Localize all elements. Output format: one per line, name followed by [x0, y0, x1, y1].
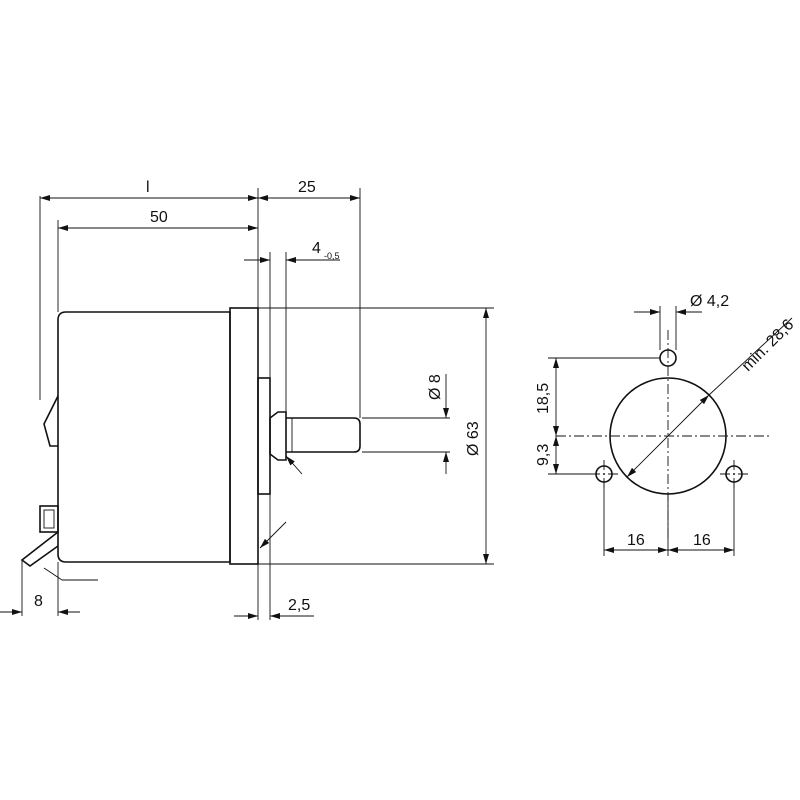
hub	[257, 377, 271, 495]
dim-shaft-dia-label: Ø 8	[427, 374, 444, 400]
motor-body	[57, 311, 231, 563]
dim-body-label: 50	[150, 209, 168, 226]
dim-right-spacing-label: 16	[693, 532, 711, 549]
dim-bottom-hole-label: 9,3	[535, 444, 552, 466]
dim-top-hole-label: 18,5	[535, 383, 552, 414]
dim-flange-label: 2,5	[288, 597, 310, 614]
dim-step-tolerance: -0,5	[324, 251, 340, 261]
front-view: Ø 4,2 min. 28,6 18,5 9,3 16 16	[535, 293, 797, 556]
dim-body-dia-label: Ø 63	[465, 421, 482, 456]
connector-lead	[20, 531, 59, 567]
side-view: l 25 50 4 -0,5 Ø 8 Ø 63	[0, 179, 494, 620]
dim-terminal-label: 8	[34, 593, 43, 610]
terminal-tab	[43, 395, 59, 447]
dim-step-label: 4	[312, 240, 321, 257]
dim-length-label: l	[146, 179, 150, 196]
connector-nut	[43, 509, 55, 529]
connector-screw	[39, 505, 59, 533]
dim-pilot-dia-label: min. 28,6	[739, 316, 798, 375]
dim-hole-dia-label: Ø 4,2	[690, 293, 729, 310]
shaft-collar	[269, 411, 287, 461]
shaft	[286, 417, 361, 453]
dim-left-spacing-label: 16	[627, 532, 645, 549]
dim-shaft-label: 25	[298, 179, 316, 196]
flange	[229, 307, 259, 565]
